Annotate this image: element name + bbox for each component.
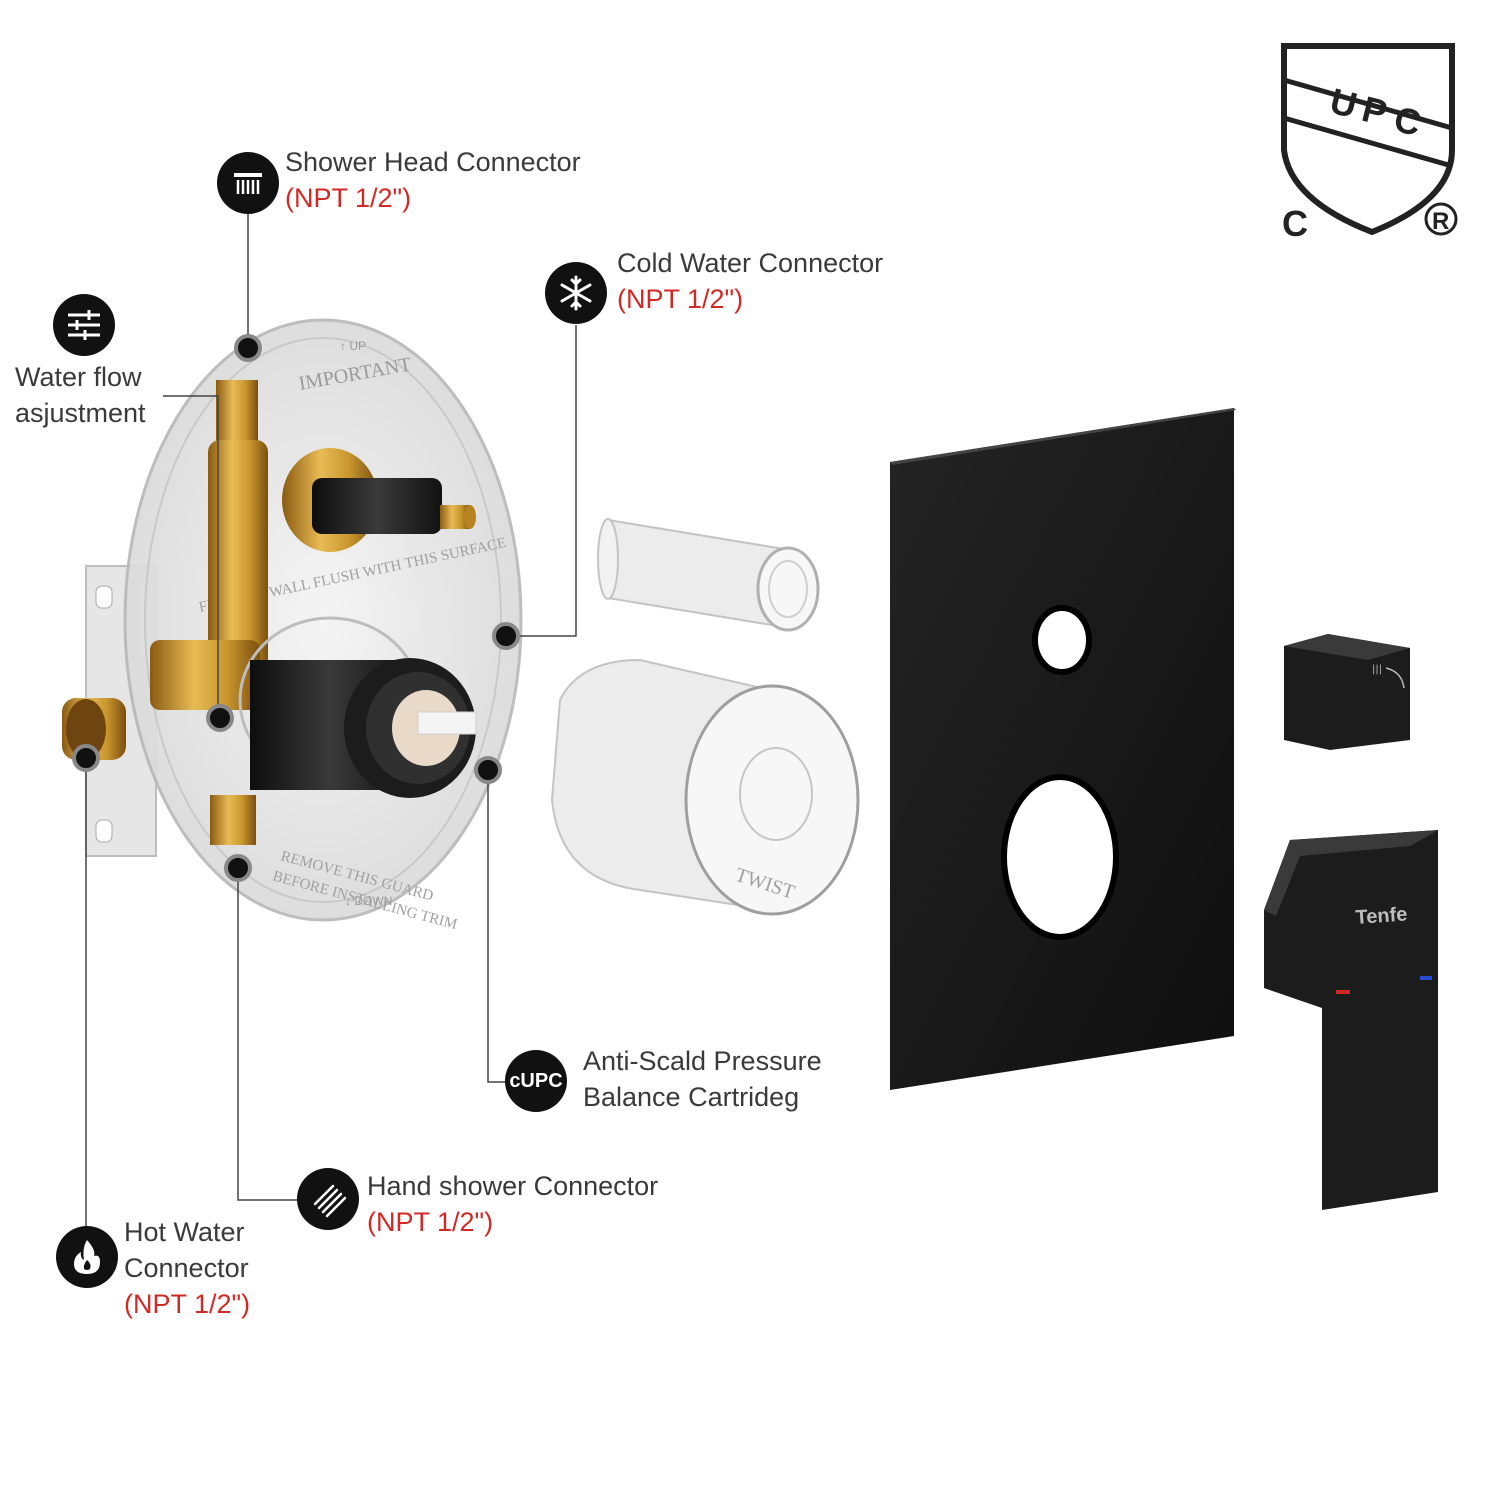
snowflake-icon [545, 262, 607, 324]
cold-water-label: Cold Water Connector (NPT 1/2") [617, 245, 883, 317]
svg-text:↓ DOWN: ↓ DOWN [345, 894, 392, 908]
diverter-sleeve [597, 518, 820, 632]
hand-shower-spec: (NPT 1/2") [367, 1207, 494, 1237]
callout-markers [72, 334, 520, 882]
shower-head-label: Shower Head Connector (NPT 1/2") [285, 144, 581, 216]
hot-water-line1: Hot Water [124, 1217, 245, 1247]
sliders-icon [53, 294, 115, 356]
plaster-guard-plate: IMPORTANT ↑ UP FINISHED WALL FLUSH WITH … [123, 318, 523, 933]
pressure-balance-cartridge [238, 616, 477, 798]
water-flow-label: Water flow asjustment [15, 359, 146, 431]
svg-text:C: C [1390, 98, 1425, 144]
diverter-stem [312, 478, 476, 534]
trim-guard: TWIST [550, 658, 860, 916]
svg-text:P: P [1358, 88, 1391, 134]
flame-icon [56, 1226, 118, 1288]
handle-brand-text: Tenfe [1355, 903, 1408, 929]
hot-water-label: Hot Water Connector (NPT 1/2") [124, 1214, 250, 1322]
svg-text:C: C [1282, 203, 1308, 244]
cupc-icon-text: cUPC [509, 1070, 563, 1092]
svg-text:|||: ||| [1372, 664, 1382, 675]
hand-shower-icon [297, 1168, 359, 1230]
svg-text:R: R [1432, 208, 1449, 235]
cartridge-line1: Anti-Scald Pressure [583, 1046, 822, 1076]
trim-plate [890, 408, 1236, 1090]
cold-water-spec: (NPT 1/2") [617, 284, 744, 314]
diverter-knob: ||| [1284, 634, 1410, 750]
shower-head-icon [217, 152, 279, 214]
cartridge-line2: Balance Cartrideg [583, 1082, 800, 1112]
svg-text:U: U [1326, 80, 1361, 126]
water-flow-line2: asjustment [15, 398, 146, 428]
brass-valve-body [62, 380, 378, 845]
shower-head-title: Shower Head Connector [285, 147, 581, 177]
callout-lines [85, 214, 577, 1226]
cold-water-title: Cold Water Connector [617, 248, 884, 278]
hand-shower-title: Hand shower Connector [367, 1171, 659, 1201]
shower-head-spec: (NPT 1/2") [285, 183, 412, 213]
upc-certification-logo: U P C C R [1281, 43, 1458, 244]
hot-water-line2: Connector [124, 1253, 249, 1283]
hand-shower-label: Hand shower Connector (NPT 1/2") [367, 1168, 658, 1240]
svg-text:↑ UP: ↑ UP [340, 339, 366, 353]
cartridge-label: Anti-Scald Pressure Balance Cartrideg [583, 1043, 822, 1115]
hot-water-spec: (NPT 1/2") [124, 1289, 251, 1319]
cupc-icon: cUPC [505, 1050, 567, 1112]
lever-handle: Tenfe [1264, 830, 1438, 1210]
water-flow-line1: Water flow [15, 362, 142, 392]
